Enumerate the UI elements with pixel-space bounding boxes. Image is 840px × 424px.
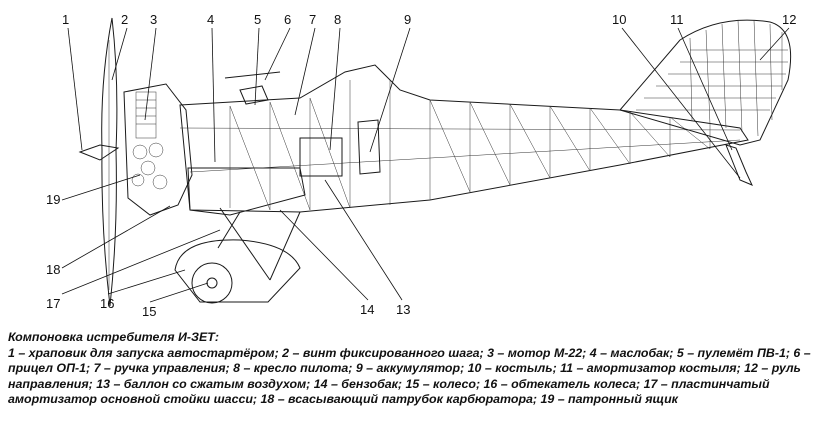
callout-10: 10: [612, 12, 626, 27]
figure-caption: Компоновка истребителя И-ЗЕТ: 1 – храпов…: [8, 330, 834, 408]
callout-16: 16: [100, 296, 114, 311]
propeller: [78, 17, 120, 307]
leader-lines: [61, 27, 790, 303]
landing-gear: [174, 207, 301, 304]
fuselage: [179, 64, 749, 216]
engine: [123, 83, 193, 216]
caption-title: Компоновка истребителя И-ЗЕТ:: [8, 330, 219, 344]
callout-19: 19: [46, 192, 60, 207]
callout-9: 9: [404, 12, 411, 27]
callout-18: 18: [46, 262, 60, 277]
aircraft-layout-drawing: 1 2 3 4 5 6 7 8 9 10 11 12 13 14 15 16 1…: [46, 12, 796, 319]
callout-1: 1: [62, 12, 69, 27]
caption-legend: 1 – храповик для запуска автостартёром; …: [8, 345, 811, 407]
callout-13: 13: [396, 302, 410, 317]
callout-5: 5: [254, 12, 261, 27]
callout-3: 3: [150, 12, 157, 27]
callout-12: 12: [782, 12, 796, 27]
callout-17: 17: [46, 296, 60, 311]
callout-2: 2: [121, 12, 128, 27]
callout-7: 7: [309, 12, 316, 27]
callout-8: 8: [334, 12, 341, 27]
callout-15: 15: [142, 304, 156, 319]
tail-unit: [619, 19, 792, 186]
callout-4: 4: [207, 12, 214, 27]
callout-6: 6: [284, 12, 291, 27]
callout-14: 14: [360, 302, 374, 317]
callout-11: 11: [670, 12, 684, 27]
callout-labels: 1 2 3 4 5 6 7 8 9 10 11 12 13 14 15 16 1…: [46, 12, 796, 319]
